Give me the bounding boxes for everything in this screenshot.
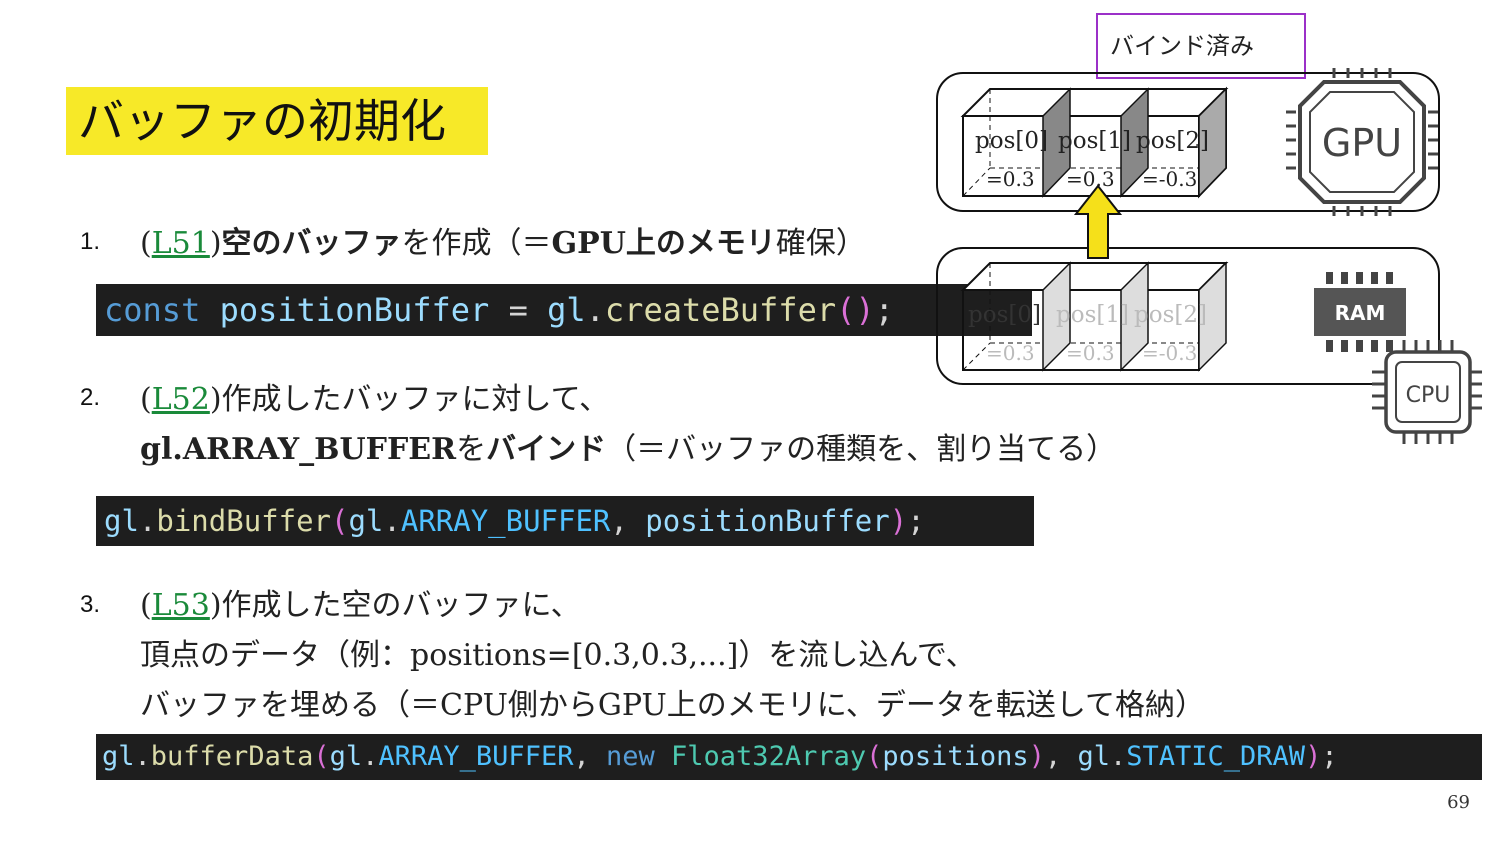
step-3-line-2: 頂点のデータ（例：positions=[0.3,0.3,...]）を流し込んで、 — [140, 638, 976, 673]
code-token: , — [1044, 741, 1078, 772]
code-token: , — [573, 741, 606, 772]
paren: ( — [140, 588, 152, 623]
gpu-cell-2-name: pos[2] — [1136, 128, 1209, 154]
code-token: Float32Array — [671, 741, 867, 772]
gpu-cell-0-value: =0.3 — [986, 167, 1035, 191]
code-block-bind-buffer: gl.bindBuffer(gl.ARRAY_BUFFER, positionB… — [96, 496, 1034, 546]
step-2-line-1: (L52)作成したバッファに対して、 — [140, 374, 609, 418]
gpu-chip-icon: GPU — [1286, 68, 1438, 216]
gpu-cell-1-name: pos[1] — [1058, 128, 1131, 154]
step-1-number: 1. — [80, 228, 101, 255]
step-2-mid: を — [456, 432, 487, 467]
step-1-text-after2: 確保） — [775, 226, 866, 261]
step-3-line-3: バッファを埋める（＝CPU側からGPU上のメモリに、データを転送して格納） — [140, 688, 1206, 723]
step-1-bold: 空のバッファ — [221, 226, 402, 261]
code-token: , — [610, 504, 646, 538]
buffer-diagram: バインド済み pos[0] pos[1] pos[2] =0.3 =0.3 =-… — [936, 13, 1482, 444]
code-token: bindBuffer — [156, 504, 331, 538]
ram-cell-1-value: =0.3 — [1066, 341, 1115, 365]
step-3-text: 作成した空のバッファに、 — [221, 588, 581, 623]
code-token: ; — [874, 291, 894, 329]
code-token: createBuffer — [604, 291, 837, 329]
paren: ) — [209, 588, 222, 623]
step-1-text-after: を作成（＝ — [401, 226, 552, 261]
paren: ) — [209, 382, 222, 417]
code-token: ) — [1028, 741, 1045, 772]
line-link-l51[interactable]: L51 — [151, 226, 210, 261]
ram-cell-2-name: pos[2] — [1134, 302, 1207, 328]
code-token: positionBuffer — [219, 291, 490, 329]
code-token: const — [104, 291, 201, 329]
ram-label: RAM — [1335, 301, 1386, 325]
code-token: ; — [1321, 741, 1338, 772]
code-token: . — [585, 291, 605, 329]
code-token — [655, 741, 671, 772]
code-token: positions — [882, 741, 1029, 772]
ram-container — [936, 247, 1440, 385]
code-token: gl — [102, 741, 135, 772]
code-token: . — [383, 504, 401, 538]
code-token: positionBuffer — [645, 504, 890, 538]
line-link-l52[interactable]: L52 — [151, 382, 210, 417]
ram-cell-0-name: pos[0] — [968, 302, 1041, 328]
ram-cell-2-value: =-0.3 — [1142, 341, 1197, 365]
ram-icon: RAM — [1314, 272, 1406, 352]
code-token: ) — [1305, 741, 1322, 772]
step-2-text: 作成したバッファに対して、 — [221, 382, 610, 417]
code-token: = — [489, 291, 548, 329]
gpu-container — [936, 72, 1440, 212]
code-token: STATIC_DRAW — [1126, 741, 1306, 772]
step-2-number: 2. — [80, 384, 101, 411]
paren: ( — [140, 382, 152, 417]
code-token: gl — [1077, 741, 1110, 772]
paren: ) — [209, 226, 222, 261]
ram-cell-1-name: pos[1] — [1056, 302, 1129, 328]
code-token: ARRAY_BUFFER — [378, 741, 574, 772]
step-2-bold-target: gl.ARRAY_BUFFER — [140, 432, 457, 467]
page-number: 69 — [1447, 792, 1470, 813]
code-token: gl — [547, 291, 586, 329]
paren: ( — [140, 226, 152, 261]
gpu-label: GPU — [1322, 121, 1402, 165]
bound-label-box — [1096, 13, 1306, 79]
cpu-icon: CPU — [1372, 340, 1482, 444]
code-token: ( — [313, 741, 330, 772]
page-title: バッファの初期化 — [66, 87, 488, 155]
code-token: ) — [889, 504, 908, 538]
code-token: ARRAY_BUFFER — [400, 504, 611, 538]
step-2-line-2: gl.ARRAY_BUFFERをバインド（＝バッファの種類を、割り当てる） — [140, 424, 1116, 468]
code-token: bufferData — [150, 741, 314, 772]
code-token: . — [362, 741, 379, 772]
code-token: ; — [907, 504, 925, 538]
gpu-cell-1-value: =0.3 — [1066, 167, 1115, 191]
code-block-create-buffer: const positionBuffer = gl.createBuffer()… — [96, 284, 1032, 336]
code-token: gl — [104, 504, 139, 538]
step-3-number: 3. — [80, 591, 101, 618]
transfer-arrow-icon — [1073, 184, 1123, 259]
code-token: ( — [331, 504, 349, 538]
ram-buffer-cells — [960, 261, 1229, 372]
bound-label: バインド済み — [1110, 32, 1254, 60]
code-block-buffer-data: gl.bufferData(gl.ARRAY_BUFFER, new Float… — [96, 734, 1482, 780]
gpu-buffer-cells — [960, 86, 1229, 199]
code-token: gl — [329, 741, 363, 772]
step-1-bold2: GPU上のメモリ — [551, 226, 776, 261]
code-token: . — [138, 504, 157, 538]
gpu-cell-0-name: pos[0] — [975, 128, 1048, 154]
code-token: . — [1109, 741, 1127, 772]
code-token: ( — [866, 741, 883, 772]
step-1-text: (L51)空のバッファを作成（＝GPU上のメモリ確保） — [140, 218, 866, 262]
step-2-end: （＝バッファの種類を、割り当てる） — [606, 432, 1117, 467]
code-token: new — [605, 741, 655, 772]
code-token: () — [836, 291, 875, 329]
line-link-l53[interactable]: L53 — [151, 588, 210, 623]
cpu-label: CPU — [1406, 383, 1451, 408]
code-token: gl — [348, 504, 384, 538]
ram-cell-0-value: =0.3 — [986, 341, 1035, 365]
step-2-bold-bind: バインド — [486, 432, 607, 467]
gpu-cell-2-value: =-0.3 — [1142, 167, 1197, 191]
step-3-line-1: (L53)作成した空のバッファに、 — [140, 580, 581, 624]
code-token: . — [134, 741, 151, 772]
